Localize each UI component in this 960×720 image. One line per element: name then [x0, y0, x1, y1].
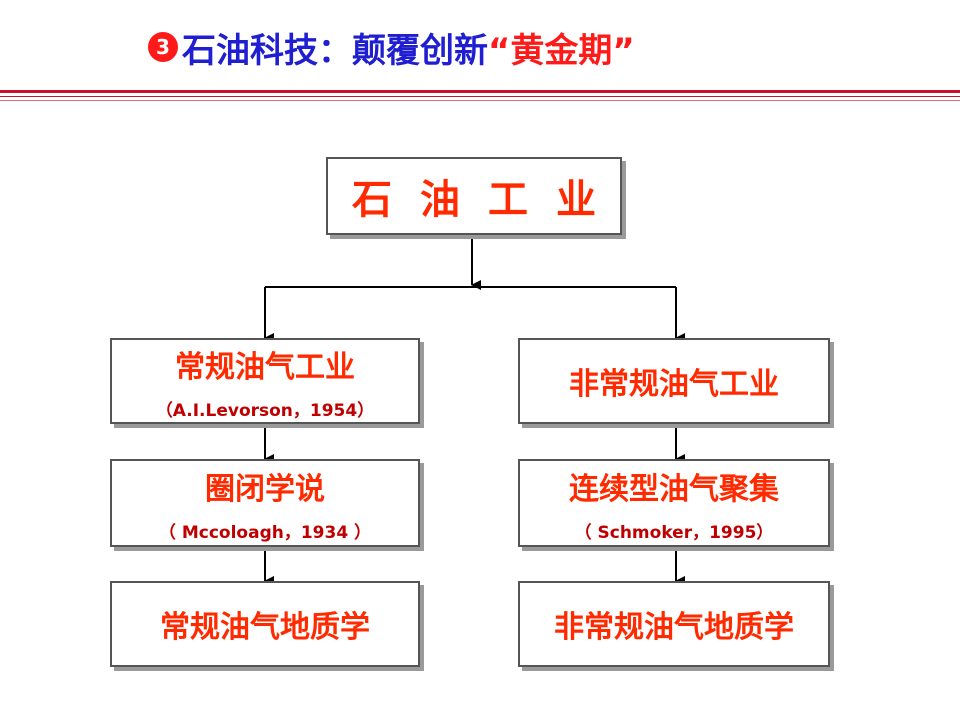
node-root: 石油工业 — [326, 157, 622, 235]
node-root-label: 石油工业 — [352, 177, 624, 223]
node-right-2-label: 连续型油气聚集 — [569, 471, 779, 507]
title-prefix: 石油科技：颠覆创新 — [182, 30, 488, 71]
node-left-2-citation: （ Mccoloagh，1934 ） — [158, 522, 372, 543]
header-rule-thin — [0, 96, 960, 97]
node-left-2: 圈闭学说 （ Mccoloagh，1934 ） — [110, 459, 420, 547]
node-right-1-label: 非常规油气工业 — [569, 367, 779, 402]
node-right-3: 非常规油气地质学 — [518, 581, 830, 667]
header-rule-light — [0, 100, 960, 101]
header-rule-thick — [0, 90, 960, 93]
node-right-2-citation: （ Schmoker，1995） — [574, 522, 774, 543]
numbered-bullet-icon: 3 — [148, 32, 178, 62]
node-left-3: 常规油气地质学 — [110, 581, 420, 667]
node-left-1-citation: （A.I.Levorson，1954） — [155, 400, 375, 421]
node-left-1: 常规油气工业 （A.I.Levorson，1954） — [110, 338, 420, 424]
page-title: 3 石油科技：颠覆创新 “黄金期” — [148, 22, 635, 72]
node-right-1: 非常规油气工业 — [518, 338, 830, 424]
title-quoted: “黄金期” — [488, 30, 635, 71]
node-left-2-label: 圈闭学说 — [205, 471, 325, 507]
node-left-3-label: 常规油气地质学 — [160, 610, 370, 645]
node-left-1-label: 常规油气工业 — [175, 349, 355, 385]
node-right-2: 连续型油气聚集 （ Schmoker，1995） — [518, 459, 830, 547]
node-right-3-label: 非常规油气地质学 — [554, 610, 794, 645]
